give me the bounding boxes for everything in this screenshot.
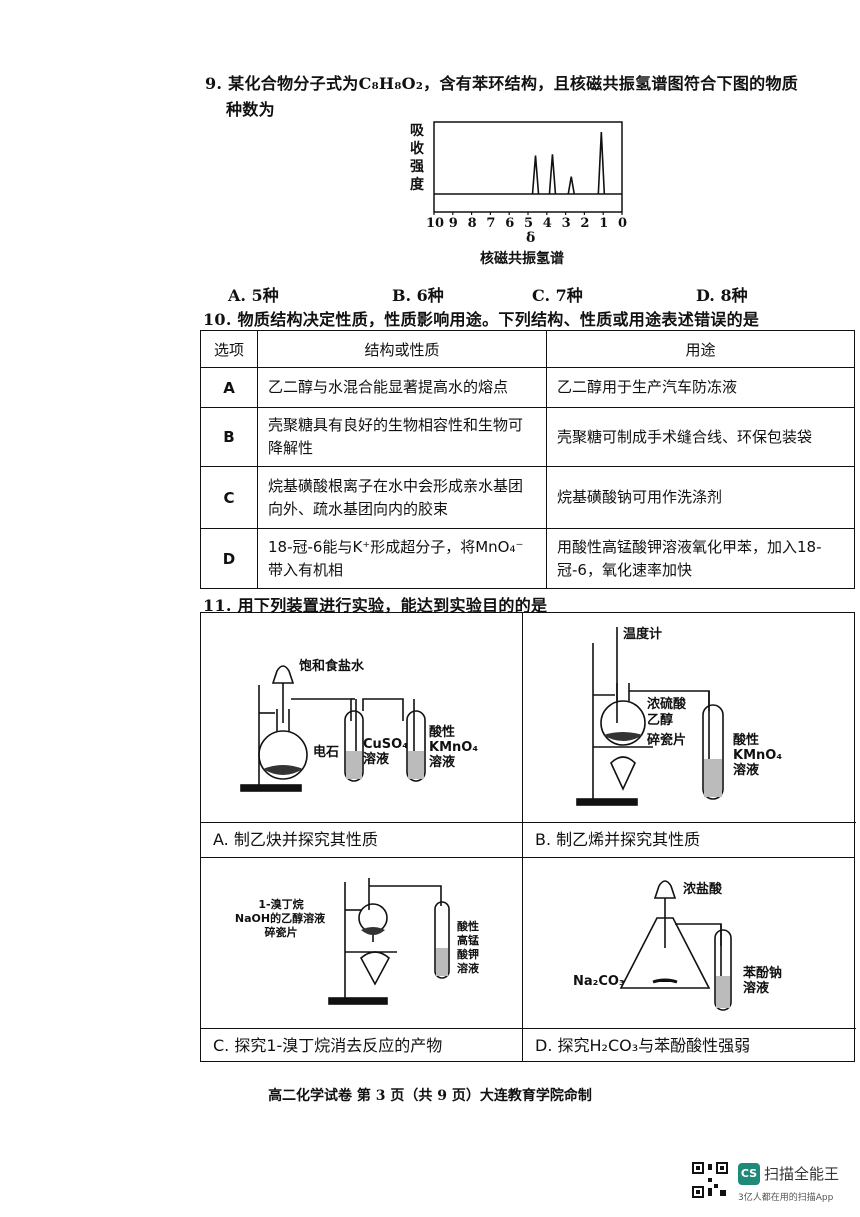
plot-frame	[433, 121, 623, 213]
table-row: C 烷基磺酸根离子在水中会形成亲水基团向外、疏水基团向内的胶束 烷基磺酸钠可用作…	[200, 466, 855, 529]
row-use: 用酸性高锰酸钾溶液氧化甲苯，加入18-冠-6，氧化速率加快	[546, 528, 855, 589]
x-tick-label: 0	[618, 216, 628, 231]
row-use: 壳聚糖可制成手术缝合线、环保包装袋	[546, 407, 855, 467]
q9-option-a: A. 5种	[228, 286, 279, 305]
q9-option-c: C. 7种	[532, 286, 583, 305]
nmr-peak	[548, 154, 557, 195]
q9-option-b: B. 6种	[392, 286, 444, 305]
row-label: A	[200, 367, 258, 408]
label-calcium-carbide: 电石	[313, 745, 340, 760]
label-ethanol: 乙醇	[647, 713, 674, 728]
x-tick-label: 9	[448, 216, 458, 231]
ylabel-char: 度	[410, 177, 424, 193]
x-tick-label: 2	[580, 216, 590, 231]
panel-a: 饱和食盐水 电石 CuSO₄溶液 酸性KMnO₄溶液 A. 制乙炔并探究其性质	[201, 613, 522, 857]
x-tick-label: 6	[505, 216, 515, 231]
row-property: 18-冠-6能与K⁺形成超分子，将MnO₄⁻带入有机相	[257, 528, 547, 589]
q10-table: 选项 结构或性质 用途 A 乙二醇与水混合能显著提高水的熔点 乙二醇用于生产汽车…	[200, 330, 855, 589]
q9-option-d: D. 8种	[696, 286, 748, 305]
label-thermometer: 温度计	[623, 627, 663, 642]
label-conc-sulfuric: 浓硫酸	[647, 697, 687, 712]
nmr-plot	[433, 121, 623, 215]
label-na2co3: Na₂CO₃	[573, 974, 625, 989]
q10-stem: 10. 物质结构决定性质，性质影响用途。下列结构、性质或用途表述错误的是	[203, 310, 760, 329]
q9-stem-line2: 种数为	[226, 100, 275, 119]
panel-a-caption: A. 制乙炔并探究其性质	[201, 822, 522, 857]
row-use: 乙二醇用于生产汽车防冻液	[546, 367, 855, 408]
x-tick-label: 4	[542, 216, 552, 231]
apparatus-d-drawing	[619, 880, 732, 1011]
row-use: 烷基磺酸钠可用作洗涤剂	[546, 466, 855, 529]
label-naoh-ethanol: NaOH的乙醇溶液	[234, 912, 326, 925]
x-tick-label: 10	[426, 216, 445, 231]
ylabel-char: 吸	[410, 123, 424, 139]
label-saturated-brine: 饱和食盐水	[299, 659, 365, 674]
table-row: D 18-冠-6能与K⁺形成超分子，将MnO₄⁻带入有机相 用酸性高锰酸钾溶液氧…	[200, 528, 855, 589]
header-use: 用途	[546, 330, 855, 368]
row-property: 烷基磺酸根离子在水中会形成亲水基团向外、疏水基团向内的胶束	[257, 466, 547, 529]
row-label: B	[200, 407, 258, 467]
x-tick-label: 8	[467, 216, 477, 231]
camscanner-name: 扫描全能王	[764, 1165, 840, 1183]
apparatus-c-drawing	[328, 878, 450, 1005]
row-property: 壳聚糖具有良好的生物相容性和生物可降解性	[257, 407, 547, 467]
label-porcelain-chips: 碎瓷片	[264, 926, 298, 939]
row-label: D	[200, 528, 258, 589]
row-label: C	[200, 466, 258, 529]
panel-d-caption: D. 探究H₂CO₃与苯酚酸性强弱	[523, 1028, 856, 1063]
panel-c: 1-溴丁烷 NaOH的乙醇溶液 碎瓷片 酸性高锰酸钾溶液 C. 探究1-溴丁烷消…	[201, 858, 522, 1063]
label-acidic-kmno4-c: 酸性高锰酸钾溶液	[457, 920, 479, 975]
nmr-xlabel: δ	[526, 230, 536, 246]
page-footer: 高二化学试卷 第 3 页（共 9 页）大连教育学院命制	[268, 1088, 592, 1104]
ylabel-char: 强	[410, 159, 424, 175]
table-row: A 乙二醇与水混合能显著提高水的熔点 乙二醇用于生产汽车防冻液	[200, 367, 855, 408]
label-conc-hcl: 浓盐酸	[683, 882, 723, 897]
apparatus-b-drawing	[576, 627, 724, 806]
x-tick-label: 3	[561, 216, 571, 231]
ylabel-char: 收	[410, 141, 424, 157]
x-tick-label: 5	[524, 216, 534, 231]
label-acidic-kmno4: 酸性KMnO₄溶液	[733, 733, 783, 778]
x-tick-label: 1	[599, 216, 609, 231]
q11-stem: 11. 用下列装置进行实验，能达到实验目的的是	[203, 596, 548, 615]
nmr-ylabel: 吸 收 强 度	[410, 122, 430, 194]
panel-c-caption: C. 探究1-溴丁烷消去反应的产物	[201, 1028, 522, 1063]
panel-b: 温度计 浓硫酸 乙醇 碎瓷片 酸性KMnO₄溶液 B. 制乙烯并探究其性质	[523, 613, 856, 857]
label-sodium-phenoxide: 苯酚钠溶液	[743, 966, 783, 996]
label-cuso4: CuSO₄溶液	[363, 737, 408, 767]
table-header-row: 选项 结构或性质 用途	[200, 330, 855, 368]
x-tick-label: 7	[486, 216, 496, 231]
nmr-peak	[567, 176, 576, 195]
label-1-bromobutane: 1-溴丁烷	[258, 898, 304, 911]
nmr-peak	[531, 155, 540, 195]
camscanner-tagline: 3亿人都在用的扫描App	[738, 1193, 834, 1203]
row-property: 乙二醇与水混合能显著提高水的熔点	[257, 367, 547, 408]
table-row: B 壳聚糖具有良好的生物相容性和生物可降解性 壳聚糖可制成手术缝合线、环保包装袋	[200, 407, 855, 467]
nmr-caption: 核磁共振氢谱	[480, 251, 564, 267]
q9-stem-line1: 9. 某化合物分子式为C₈H₈O₂，含有苯环结构，且核磁共振氢谱图符合下图的物质	[205, 74, 799, 93]
grid-divider-v	[522, 613, 524, 1061]
camscanner-logo-icon: CS	[738, 1163, 760, 1185]
nmr-peak	[597, 131, 606, 195]
header-property: 结构或性质	[257, 330, 547, 368]
qr-code-icon	[690, 1160, 730, 1200]
panel-d: 浓盐酸 Na₂CO₃ 苯酚钠溶液 D. 探究H₂CO₃与苯酚酸性强弱	[523, 858, 856, 1063]
q11-apparatus-grid: 饱和食盐水 电石 CuSO₄溶液 酸性KMnO₄溶液 A. 制乙炔并探究其性质 …	[200, 612, 856, 1063]
label-porcelain-chips: 碎瓷片	[647, 733, 687, 748]
header-option: 选项	[200, 330, 258, 368]
label-acidic-kmno4: 酸性KMnO₄溶液	[429, 725, 479, 770]
grid-divider-h	[201, 857, 854, 859]
panel-b-caption: B. 制乙烯并探究其性质	[523, 822, 856, 857]
apparatus-a-drawing	[240, 665, 426, 792]
